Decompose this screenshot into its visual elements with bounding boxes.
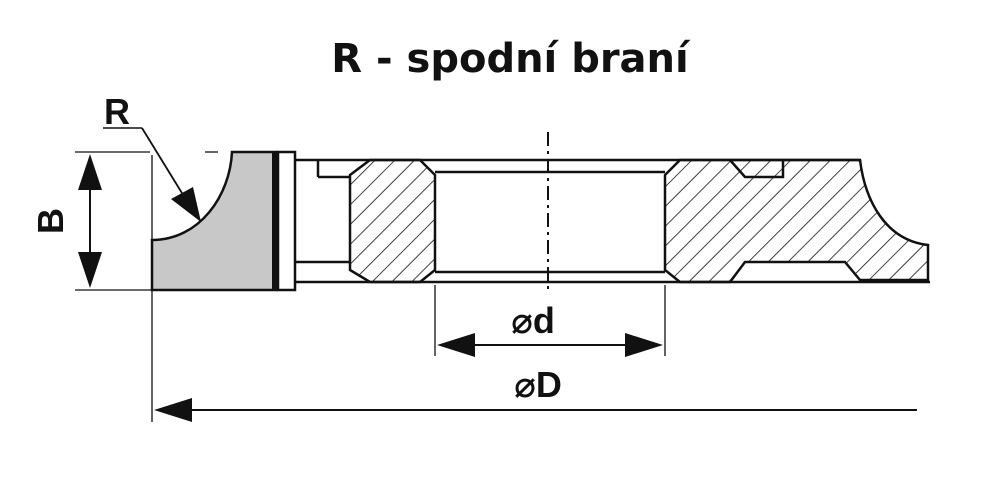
radius-label: R — [104, 91, 130, 132]
dimension-b — [78, 154, 102, 288]
dimension-d-outer — [154, 398, 917, 422]
arrowhead-icon — [78, 252, 102, 288]
height-label: B — [30, 208, 71, 234]
inner-diameter-label: ⌀d — [511, 300, 555, 341]
arrowhead-icon — [78, 154, 102, 190]
outer-diameter-label: ⌀D — [514, 364, 562, 405]
hatched-section-right — [663, 158, 930, 284]
page-title: R - spodní braní — [331, 36, 691, 82]
radius-leader — [103, 127, 201, 222]
hatched-section-left — [348, 158, 437, 284]
extension-lines — [75, 151, 666, 422]
cutter-profile — [150, 150, 297, 292]
dimension-d — [437, 333, 663, 357]
arrowhead-icon — [437, 333, 475, 357]
arrowhead-icon — [154, 398, 192, 422]
arrowhead-icon — [171, 187, 201, 222]
arrowhead-icon — [625, 333, 663, 357]
hub-outline — [295, 158, 930, 284]
